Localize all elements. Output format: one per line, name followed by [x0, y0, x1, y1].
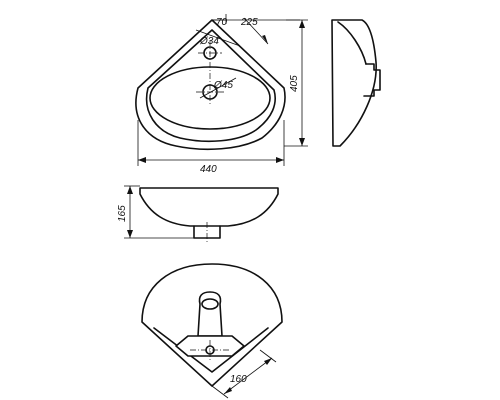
basin-rim: [145, 29, 276, 143]
dim-165-label: 165: [117, 205, 128, 222]
dim-arrow-160-b: [264, 358, 272, 365]
side-view: [331, 19, 381, 147]
dim-arrow-165-top: [127, 186, 133, 194]
bottom-outline: [141, 263, 283, 387]
leader-tap: [195, 29, 241, 47]
front-bowl: [139, 187, 279, 227]
dim-leader-225: [243, 17, 269, 45]
dim-arrow-440-left: [138, 157, 146, 163]
dim-arrow-440-right: [276, 157, 284, 163]
bottom-view: 160: [141, 263, 283, 399]
side-profile-inner: [337, 21, 367, 65]
bottom-inner-wedge: [153, 327, 269, 373]
dim-160-label: 160: [230, 374, 247, 385]
side-profile-outer: [331, 19, 377, 147]
basin-outline: [135, 19, 286, 151]
dim-ext-160-a: [211, 385, 229, 399]
dim-arrow-405-bottom: [299, 138, 305, 146]
dim-ext-160-b: [259, 349, 277, 363]
dim-arrow-165-bottom: [127, 230, 133, 238]
dim-line-160: [223, 357, 273, 395]
drain-column-top: [201, 298, 219, 310]
dim-225-label: 225: [240, 17, 258, 28]
leader-drain: [199, 77, 237, 99]
tap-hole-label: Ø34: [199, 36, 219, 47]
dim-arrow-225: [262, 35, 268, 44]
dim-440-label: 440: [200, 164, 217, 175]
dim-arrow-405-top: [299, 20, 305, 28]
drain-hole-label: Ø45: [213, 80, 233, 91]
dim-405-label: 405: [289, 75, 300, 92]
dim-70-label: 70: [216, 17, 228, 28]
front-view: 165: [117, 185, 279, 244]
drain-column: [197, 291, 223, 337]
wall-bracket: [363, 63, 381, 97]
top-view: 70 225 Ø34 Ø45 405 440: [135, 14, 308, 175]
dim-arrow-160-a: [224, 387, 232, 394]
